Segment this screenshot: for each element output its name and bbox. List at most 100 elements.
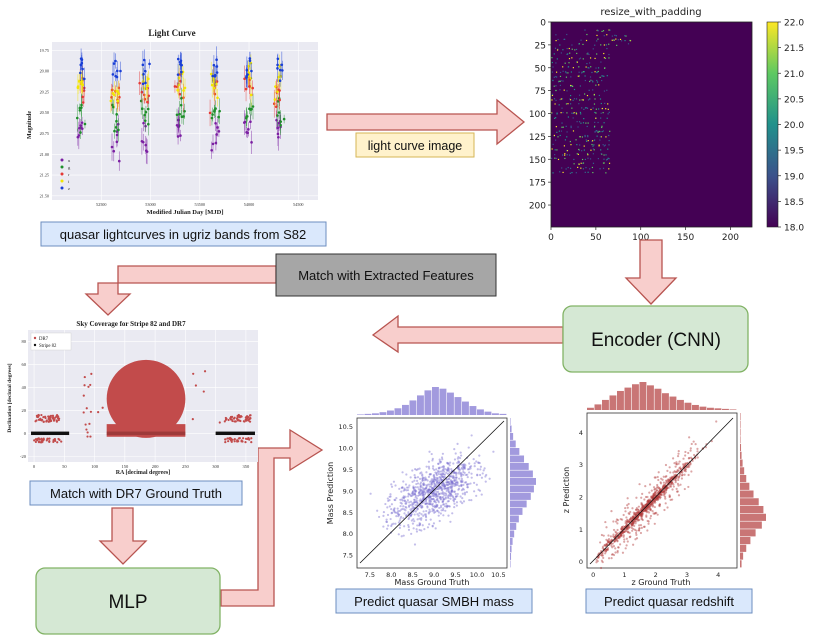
mass-point [466,476,469,479]
mass-point [434,510,437,514]
mass-point [468,462,471,465]
mass-point [470,498,473,502]
mass-point [432,479,435,483]
mass-point [430,478,433,481]
mass-point [411,503,414,507]
mass-point [414,500,417,503]
heatmap-pixel [560,98,562,100]
z-point [657,495,660,498]
mass-point [436,477,439,480]
z-point [653,500,656,503]
heatmap-pixel [602,30,605,32]
mass-point [391,511,394,514]
heatmap-pixel [597,158,599,160]
z-point [624,506,627,510]
mass-point [450,485,453,488]
z-point [678,474,681,478]
heatmap-pixel [565,168,567,170]
mass-xhist-bar [447,392,454,415]
z-point [622,530,625,534]
heatmap-pixel [555,117,557,119]
heatmap-pixel [572,130,575,132]
heatmap-pixel [578,103,580,105]
mass-point [424,491,427,494]
z-point [616,522,619,525]
heatmap-pixel [594,121,596,123]
mass-point [454,452,457,455]
heatmap-pixel [577,166,579,169]
mass-point [451,480,454,483]
z-point [641,504,644,507]
heatmap-pixel [561,154,564,156]
z-yhist-bar [740,506,764,514]
z-point [663,484,666,487]
heatmap-pixel [598,94,600,97]
z-point [689,447,692,450]
z-point [621,531,624,535]
z-xhist-bar [617,390,624,410]
z-point [606,539,609,543]
z-point [672,457,675,460]
sky-stripe82-band [31,431,70,436]
heatmap-pixel [553,134,556,137]
mass-point [414,489,417,493]
z-point [683,463,686,466]
mass-point [453,490,456,493]
heatmap-pixel [601,79,603,82]
mass-point [435,493,438,496]
mass-point [425,498,428,501]
mass-point [422,477,425,480]
mass-point [451,481,454,484]
z-point [615,538,618,541]
z-point [652,493,655,496]
sky-dr7-point [48,416,51,420]
heatmap-pixel [594,111,596,114]
sky-dr7-point [40,418,44,421]
mass-point [461,497,464,500]
sky-dr7-point [224,438,227,441]
sky-ytick-label: 80 [22,339,27,344]
z-point [602,534,605,537]
mass-point [412,485,415,488]
z-point [610,553,614,556]
heatmap-pixel [596,135,598,137]
lc-point [178,112,181,116]
mass-point [407,528,411,531]
z-point [631,521,635,524]
heatmap-pixel [599,139,601,141]
mass-xhist-bar [462,401,469,415]
z-point [618,536,621,539]
sky-dr7-point [236,416,239,419]
mass-point [460,489,464,492]
z-point [687,485,690,489]
heatmap-pixel [584,135,586,138]
mass-point [427,490,430,494]
z-point [687,473,690,477]
mass-point [427,488,431,491]
z-point [650,495,653,498]
heatmap-pixel [553,76,555,78]
z-xhist-bar [639,382,647,410]
lc-xtick-label: 53500 [195,202,205,207]
sky-title: Sky Coverage for Stripe 82 and DR7 [76,320,186,328]
svg-text:Match with Extracted Features: Match with Extracted Features [298,268,474,283]
heatmap-pixel [556,49,559,51]
mass-point [384,502,387,506]
sky-ytick-label: 20 [22,408,27,413]
z-point [696,456,699,459]
heatmap-pixel [583,149,585,151]
z-xtick-label: 0 [591,571,595,579]
mass-point [448,464,451,467]
heatmap-pixel [569,52,571,54]
heatmap-pixel [559,99,561,101]
mass-point [485,473,488,477]
mass-point [469,482,472,485]
z-point [605,542,609,545]
heatmap-pixel [582,43,584,46]
mass-point [444,492,448,495]
mass-point [435,490,438,494]
z-point [612,533,615,536]
z-point [655,487,658,490]
z-point [625,527,628,530]
sky-dr7-point [191,418,194,421]
